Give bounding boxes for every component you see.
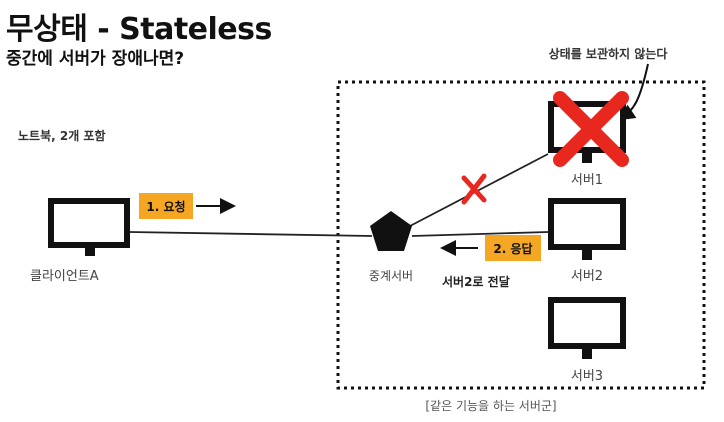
page-title: 무상태 - Stateless	[6, 12, 272, 47]
server2-label: 서버2	[571, 269, 603, 284]
response-label: 2. 응답	[493, 241, 532, 256]
forward-note: 서버2로 전달	[442, 274, 510, 289]
client-monitor-icon	[48, 198, 130, 256]
client-note: 노트북, 2개 포함	[18, 128, 106, 143]
page-subtitle: 중간에 서버가 장애나면?	[6, 49, 185, 69]
server-group-caption: [같은 기능을 하는 서버군]	[425, 399, 556, 413]
client-proxy-line	[129, 231, 373, 237]
stateless-note: 상태를 보관하지 않는다	[549, 46, 668, 61]
server1-label: 서버1	[571, 173, 603, 188]
proxy-label: 중계서버	[369, 269, 413, 283]
request-badge: 1. 요청	[139, 193, 193, 219]
server1-failure-x-icon	[553, 91, 629, 167]
response-badge: 2. 응답	[485, 235, 541, 261]
proxy-pentagon-icon	[370, 211, 412, 251]
server2-monitor-icon	[548, 198, 626, 260]
request-label: 1. 요청	[146, 199, 185, 214]
client-label: 클라이언트A	[30, 269, 99, 284]
server3-label: 서버3	[571, 369, 603, 384]
proxy-server2-line	[411, 231, 549, 237]
broken-link-x-icon	[461, 173, 487, 205]
server3-monitor-icon	[548, 297, 626, 359]
proxy-server1-line	[409, 153, 549, 227]
